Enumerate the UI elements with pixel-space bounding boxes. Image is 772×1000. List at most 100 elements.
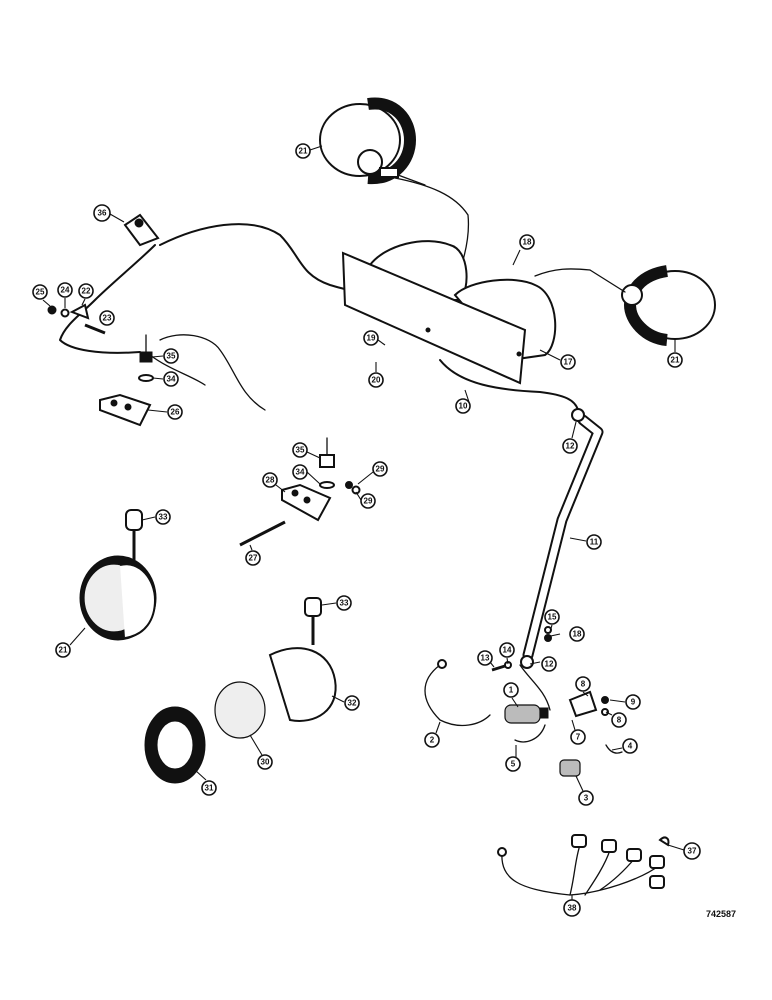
- callout-34: 34: [292, 464, 321, 485]
- svg-text:12: 12: [545, 660, 554, 669]
- flood-lamp-upper-right: [589, 265, 716, 346]
- svg-text:26: 26: [171, 408, 180, 417]
- callout-1: 1: [503, 682, 519, 708]
- callout-5: 5: [505, 745, 521, 772]
- svg-text:10: 10: [459, 402, 468, 411]
- svg-text:12: 12: [566, 442, 575, 451]
- callout-19: 19: [363, 330, 386, 346]
- svg-text:28: 28: [266, 476, 275, 485]
- callout-33: 33: [321, 595, 352, 611]
- svg-text:18: 18: [523, 238, 532, 247]
- hardware-group-left: [47, 303, 106, 335]
- svg-text:27: 27: [249, 554, 258, 563]
- svg-text:33: 33: [159, 513, 168, 522]
- callout-11: 11: [569, 534, 602, 550]
- svg-text:11: 11: [590, 538, 599, 547]
- callout-30: 30: [249, 734, 273, 770]
- svg-text:15: 15: [548, 613, 557, 622]
- callout-21: 21: [295, 143, 323, 159]
- svg-text:34: 34: [167, 375, 176, 384]
- svg-text:2: 2: [430, 736, 435, 745]
- svg-text:18: 18: [573, 630, 582, 639]
- svg-text:13: 13: [481, 654, 490, 663]
- callout-12: 12: [562, 421, 578, 454]
- svg-text:8: 8: [581, 680, 586, 689]
- svg-text:9: 9: [631, 698, 636, 707]
- svg-text:21: 21: [299, 147, 308, 156]
- callout-17: 17: [539, 349, 576, 370]
- svg-text:24: 24: [61, 286, 70, 295]
- callout-9: 9: [609, 694, 641, 710]
- switch-group: [424, 626, 623, 777]
- callout-20: 20: [368, 362, 384, 388]
- svg-text:7: 7: [576, 733, 581, 742]
- callout-21: 21: [667, 338, 683, 368]
- clamp-bracket: [123, 213, 160, 247]
- svg-text:33: 33: [340, 599, 349, 608]
- lamp-mount-bracket-left: [99, 334, 154, 427]
- svg-text:20: 20: [372, 376, 381, 385]
- callout-8: 8: [605, 711, 627, 728]
- svg-text:31: 31: [205, 784, 214, 793]
- svg-text:25: 25: [36, 288, 45, 297]
- callout-38: 38: [563, 895, 581, 917]
- callout-26: 26: [147, 404, 183, 420]
- svg-text:34: 34: [296, 468, 305, 477]
- callout-28: 28: [262, 472, 286, 493]
- callout-3: 3: [575, 775, 594, 806]
- svg-text:29: 29: [364, 497, 373, 506]
- callout-8: 8: [575, 676, 591, 697]
- svg-text:4: 4: [628, 742, 633, 751]
- svg-text:37: 37: [688, 847, 697, 856]
- svg-text:38: 38: [568, 904, 577, 913]
- callout-27: 27: [245, 544, 261, 566]
- callout-35: 35: [151, 348, 179, 364]
- lamp-mount-bracket-center: [239, 437, 361, 547]
- callout-29: 29: [355, 491, 376, 509]
- callout-4: 4: [611, 738, 638, 754]
- callout-35: 35: [292, 442, 321, 459]
- callout-24: 24: [57, 282, 73, 308]
- svg-text:17: 17: [564, 358, 573, 367]
- flood-lamp-upper-left: [319, 97, 426, 186]
- svg-text:32: 32: [348, 699, 357, 708]
- svg-text:21: 21: [59, 646, 68, 655]
- callout-18: 18: [512, 234, 535, 266]
- callout-31: 31: [194, 769, 217, 796]
- conduit-tube: [520, 408, 604, 669]
- callout-25: 25: [32, 284, 51, 307]
- callout-15: 15: [544, 609, 560, 633]
- svg-text:30: 30: [261, 758, 270, 767]
- svg-text:21: 21: [671, 356, 680, 365]
- svg-text:19: 19: [367, 334, 376, 343]
- callout-2: 2: [424, 721, 441, 748]
- svg-text:8: 8: [617, 716, 622, 725]
- svg-text:22: 22: [82, 287, 91, 296]
- svg-text:35: 35: [296, 446, 305, 455]
- svg-text:5: 5: [511, 760, 516, 769]
- svg-text:29: 29: [376, 465, 385, 474]
- callout-21: 21: [55, 627, 86, 658]
- callout-34: 34: [152, 371, 179, 387]
- callout-14: 14: [499, 642, 515, 665]
- callout-32: 32: [331, 695, 360, 711]
- callout-13: 13: [477, 650, 495, 668]
- callout-36: 36: [93, 204, 125, 223]
- callout-22: 22: [78, 283, 94, 306]
- svg-text:23: 23: [103, 314, 112, 323]
- instrument-panel: [341, 240, 557, 385]
- callout-23: 23: [99, 310, 115, 326]
- callout-7: 7: [570, 719, 586, 745]
- svg-text:36: 36: [98, 209, 107, 218]
- drawing-number: 742587: [706, 909, 737, 919]
- callout-10: 10: [455, 389, 471, 414]
- svg-text:14: 14: [503, 646, 512, 655]
- work-lamp-lower-left: [79, 509, 157, 641]
- svg-text:1: 1: [509, 686, 514, 695]
- lamp-socket-harness: [497, 834, 670, 896]
- svg-text:35: 35: [167, 352, 176, 361]
- callout-18: 18: [545, 626, 585, 642]
- callout-33: 33: [141, 509, 171, 525]
- callout-12: 12: [529, 656, 557, 672]
